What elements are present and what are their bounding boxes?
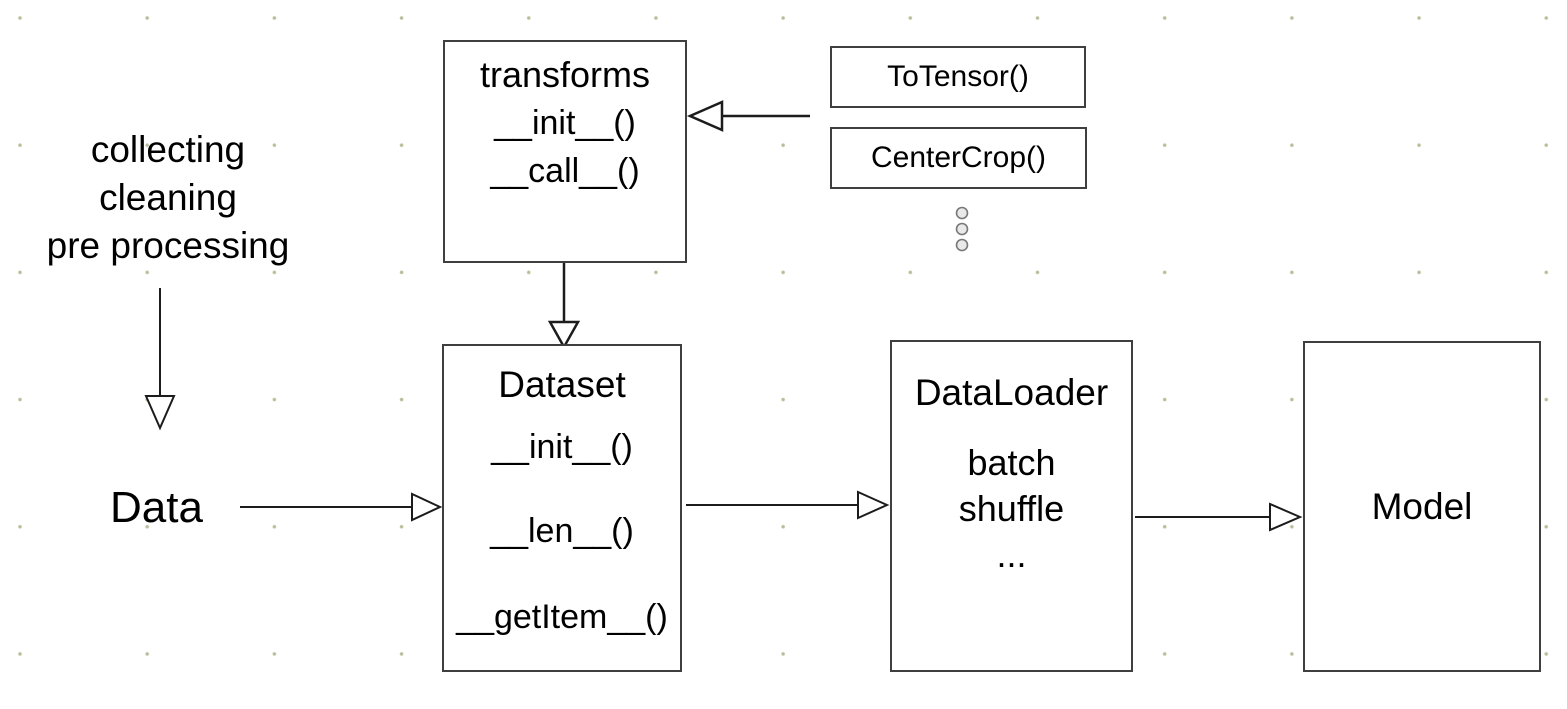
centercrop-box: CenterCrop() bbox=[830, 127, 1087, 189]
centercrop-box-label: CenterCrop() bbox=[870, 141, 1047, 174]
arrow-dataloader-to-model bbox=[1135, 502, 1303, 532]
dataloader-box: DataLoader batch shuffle ... bbox=[890, 340, 1133, 672]
arrow-dataset-to-dataloader bbox=[686, 490, 890, 520]
dataset-method-len: __len__() bbox=[490, 512, 634, 550]
preprocessing-line-1: collecting bbox=[90, 129, 246, 170]
transforms-method-init: __init__() bbox=[494, 104, 636, 142]
arrow-totensor-to-transforms bbox=[686, 100, 810, 132]
arrow-data-to-dataset bbox=[240, 492, 443, 522]
dataloader-option-more: ... bbox=[996, 534, 1027, 575]
more-transforms-ellipsis-icon bbox=[955, 206, 969, 252]
model-box: Model bbox=[1303, 341, 1541, 672]
totensor-box: ToTensor() bbox=[830, 46, 1086, 108]
transforms-box-title: transforms bbox=[479, 54, 651, 95]
dataloader-option-batch: batch bbox=[967, 442, 1056, 483]
dataset-box-title: Dataset bbox=[498, 364, 626, 405]
arrow-transforms-to-dataset bbox=[547, 263, 581, 350]
arrow-preprocessing-to-data bbox=[144, 288, 176, 431]
dataset-method-getitem: __getItem__() bbox=[456, 598, 668, 636]
preprocessing-label: collecting cleaning pre processing bbox=[18, 126, 318, 270]
data-label: Data bbox=[110, 483, 203, 532]
transforms-method-call: __call__() bbox=[490, 152, 640, 190]
dataloader-box-title: DataLoader bbox=[914, 372, 1109, 413]
preprocessing-line-3: pre processing bbox=[46, 225, 290, 266]
dataloader-option-shuffle: shuffle bbox=[958, 488, 1065, 529]
model-box-title: Model bbox=[1371, 485, 1473, 527]
dataset-box: Dataset __init__() __len__() __getItem__… bbox=[442, 344, 682, 672]
transforms-box: transforms __init__() __call__() bbox=[443, 40, 687, 263]
preprocessing-line-2: cleaning bbox=[99, 177, 237, 218]
dataset-method-init: __init__() bbox=[491, 428, 633, 466]
totensor-box-label: ToTensor() bbox=[887, 60, 1029, 93]
